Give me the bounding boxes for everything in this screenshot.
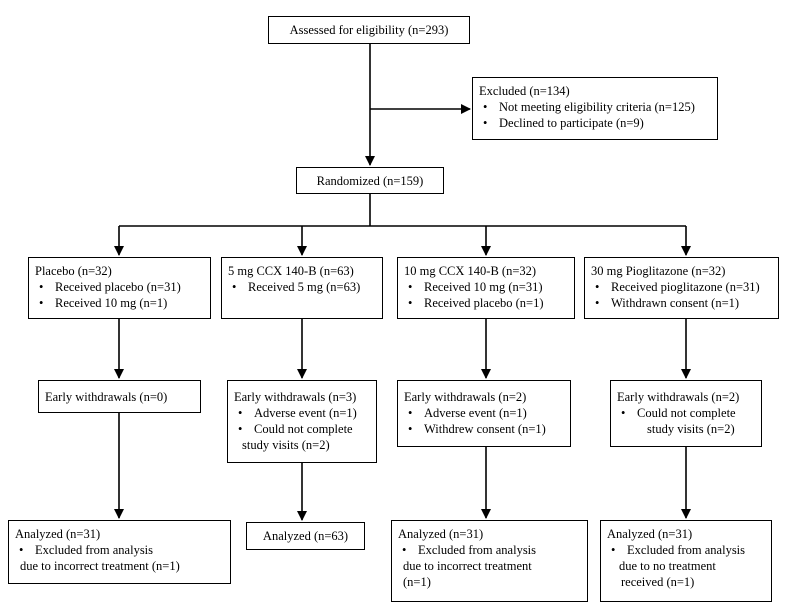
excluded-list: Not meeting eligibility criteria (n=125)… — [479, 99, 711, 131]
analyzed-box-5mg: Analyzed (n=63) — [246, 522, 365, 550]
randomized-label: Randomized (n=159) — [316, 173, 424, 188]
withdrawals-box-5mg: Early withdrawals (n=3) Adverse event (n… — [227, 380, 377, 463]
analyzed-item: Excluded from analysis due to incorrect … — [15, 542, 224, 574]
analyzed-box-placebo: Analyzed (n=31) Excluded from analysis d… — [8, 520, 231, 584]
allocation-title: 5 mg CCX 140-B (n=63) — [228, 264, 354, 278]
allocation-item: Received pioglitazone (n=31) — [591, 279, 772, 295]
analyzed-title: Analyzed (n=31) — [607, 527, 693, 541]
analyzed-title: Analyzed (n=31) — [15, 527, 101, 541]
excluded-title: Excluded (n=134) — [479, 84, 570, 98]
withdrawals-title: Early withdrawals (n=0) — [45, 389, 168, 404]
allocation-list: Received 10 mg (n=31) Received placebo (… — [404, 279, 568, 311]
allocation-item: Withdrawn consent (n=1) — [591, 295, 772, 311]
allocation-item: Received 10 mg (n=31) — [404, 279, 568, 295]
withdrawals-list: Adverse event (n=1) Withdrew consent (n=… — [404, 405, 564, 437]
withdrawals-item: Adverse event (n=1) — [404, 405, 564, 421]
allocation-item: Received 10 mg (n=1) — [35, 295, 204, 311]
withdrawals-item: Withdrew consent (n=1) — [404, 421, 564, 437]
allocation-box-5mg: 5 mg CCX 140-B (n=63) Received 5 mg (n=6… — [221, 257, 383, 319]
withdrawals-title: Early withdrawals (n=2) — [617, 390, 740, 404]
excluded-item: Not meeting eligibility criteria (n=125) — [479, 99, 711, 115]
withdrawals-item: Could not complete study visits (n=2) — [234, 421, 370, 453]
analyzed-list: Excluded from analysis due to incorrect … — [398, 542, 581, 590]
analyzed-title: Analyzed (n=63) — [262, 529, 349, 543]
excluded-item: Declined to participate (n=9) — [479, 115, 711, 131]
analyzed-title: Analyzed (n=31) — [398, 527, 484, 541]
assessed-box: Assessed for eligibility (n=293) — [268, 16, 470, 44]
allocation-title: 30 mg Pioglitazone (n=32) — [591, 264, 726, 278]
withdrawals-item: Could not complete study visits (n=2) — [617, 405, 755, 437]
allocation-title: 10 mg CCX 140-B (n=32) — [404, 264, 537, 278]
allocation-item: Received 5 mg (n=63) — [228, 279, 376, 295]
withdrawals-box-pioglitazone: Early withdrawals (n=2) Could not comple… — [610, 380, 762, 447]
allocation-item: Received placebo (n=1) — [404, 295, 568, 311]
withdrawals-title: Early withdrawals (n=2) — [404, 390, 527, 404]
assessed-label: Assessed for eligibility (n=293) — [289, 23, 449, 37]
withdrawals-item: Adverse event (n=1) — [234, 405, 370, 421]
randomized-box: Randomized (n=159) — [296, 167, 444, 194]
analyzed-list: Excluded from analysis due to incorrect … — [15, 542, 224, 574]
withdrawals-title: Early withdrawals (n=3) — [234, 390, 357, 404]
withdrawals-box-10mg: Early withdrawals (n=2) Adverse event (n… — [397, 380, 571, 447]
analyzed-item: Excluded from analysis due to incorrect … — [398, 542, 581, 590]
allocation-box-pioglitazone: 30 mg Pioglitazone (n=32) Received piogl… — [584, 257, 779, 319]
withdrawals-list: Could not complete study visits (n=2) — [617, 405, 755, 437]
excluded-box: Excluded (n=134) Not meeting eligibility… — [472, 77, 718, 140]
withdrawals-list: Adverse event (n=1) Could not complete s… — [234, 405, 370, 453]
allocation-list: Received pioglitazone (n=31) Withdrawn c… — [591, 279, 772, 311]
analyzed-box-pioglitazone: Analyzed (n=31) Excluded from analysis d… — [600, 520, 772, 602]
allocation-box-10mg: 10 mg CCX 140-B (n=32) Received 10 mg (n… — [397, 257, 575, 319]
analyzed-list: Excluded from analysis due to no treatme… — [607, 542, 765, 590]
allocation-list: Received 5 mg (n=63) — [228, 279, 376, 295]
analyzed-item: Excluded from analysis due to no treatme… — [607, 542, 765, 590]
allocation-box-placebo: Placebo (n=32) Received placebo (n=31) R… — [28, 257, 211, 319]
analyzed-box-10mg: Analyzed (n=31) Excluded from analysis d… — [391, 520, 588, 602]
allocation-list: Received placebo (n=31) Received 10 mg (… — [35, 279, 204, 311]
allocation-item: Received placebo (n=31) — [35, 279, 204, 295]
withdrawals-box-placebo: Early withdrawals (n=0) — [38, 380, 201, 413]
allocation-title: Placebo (n=32) — [35, 264, 112, 278]
